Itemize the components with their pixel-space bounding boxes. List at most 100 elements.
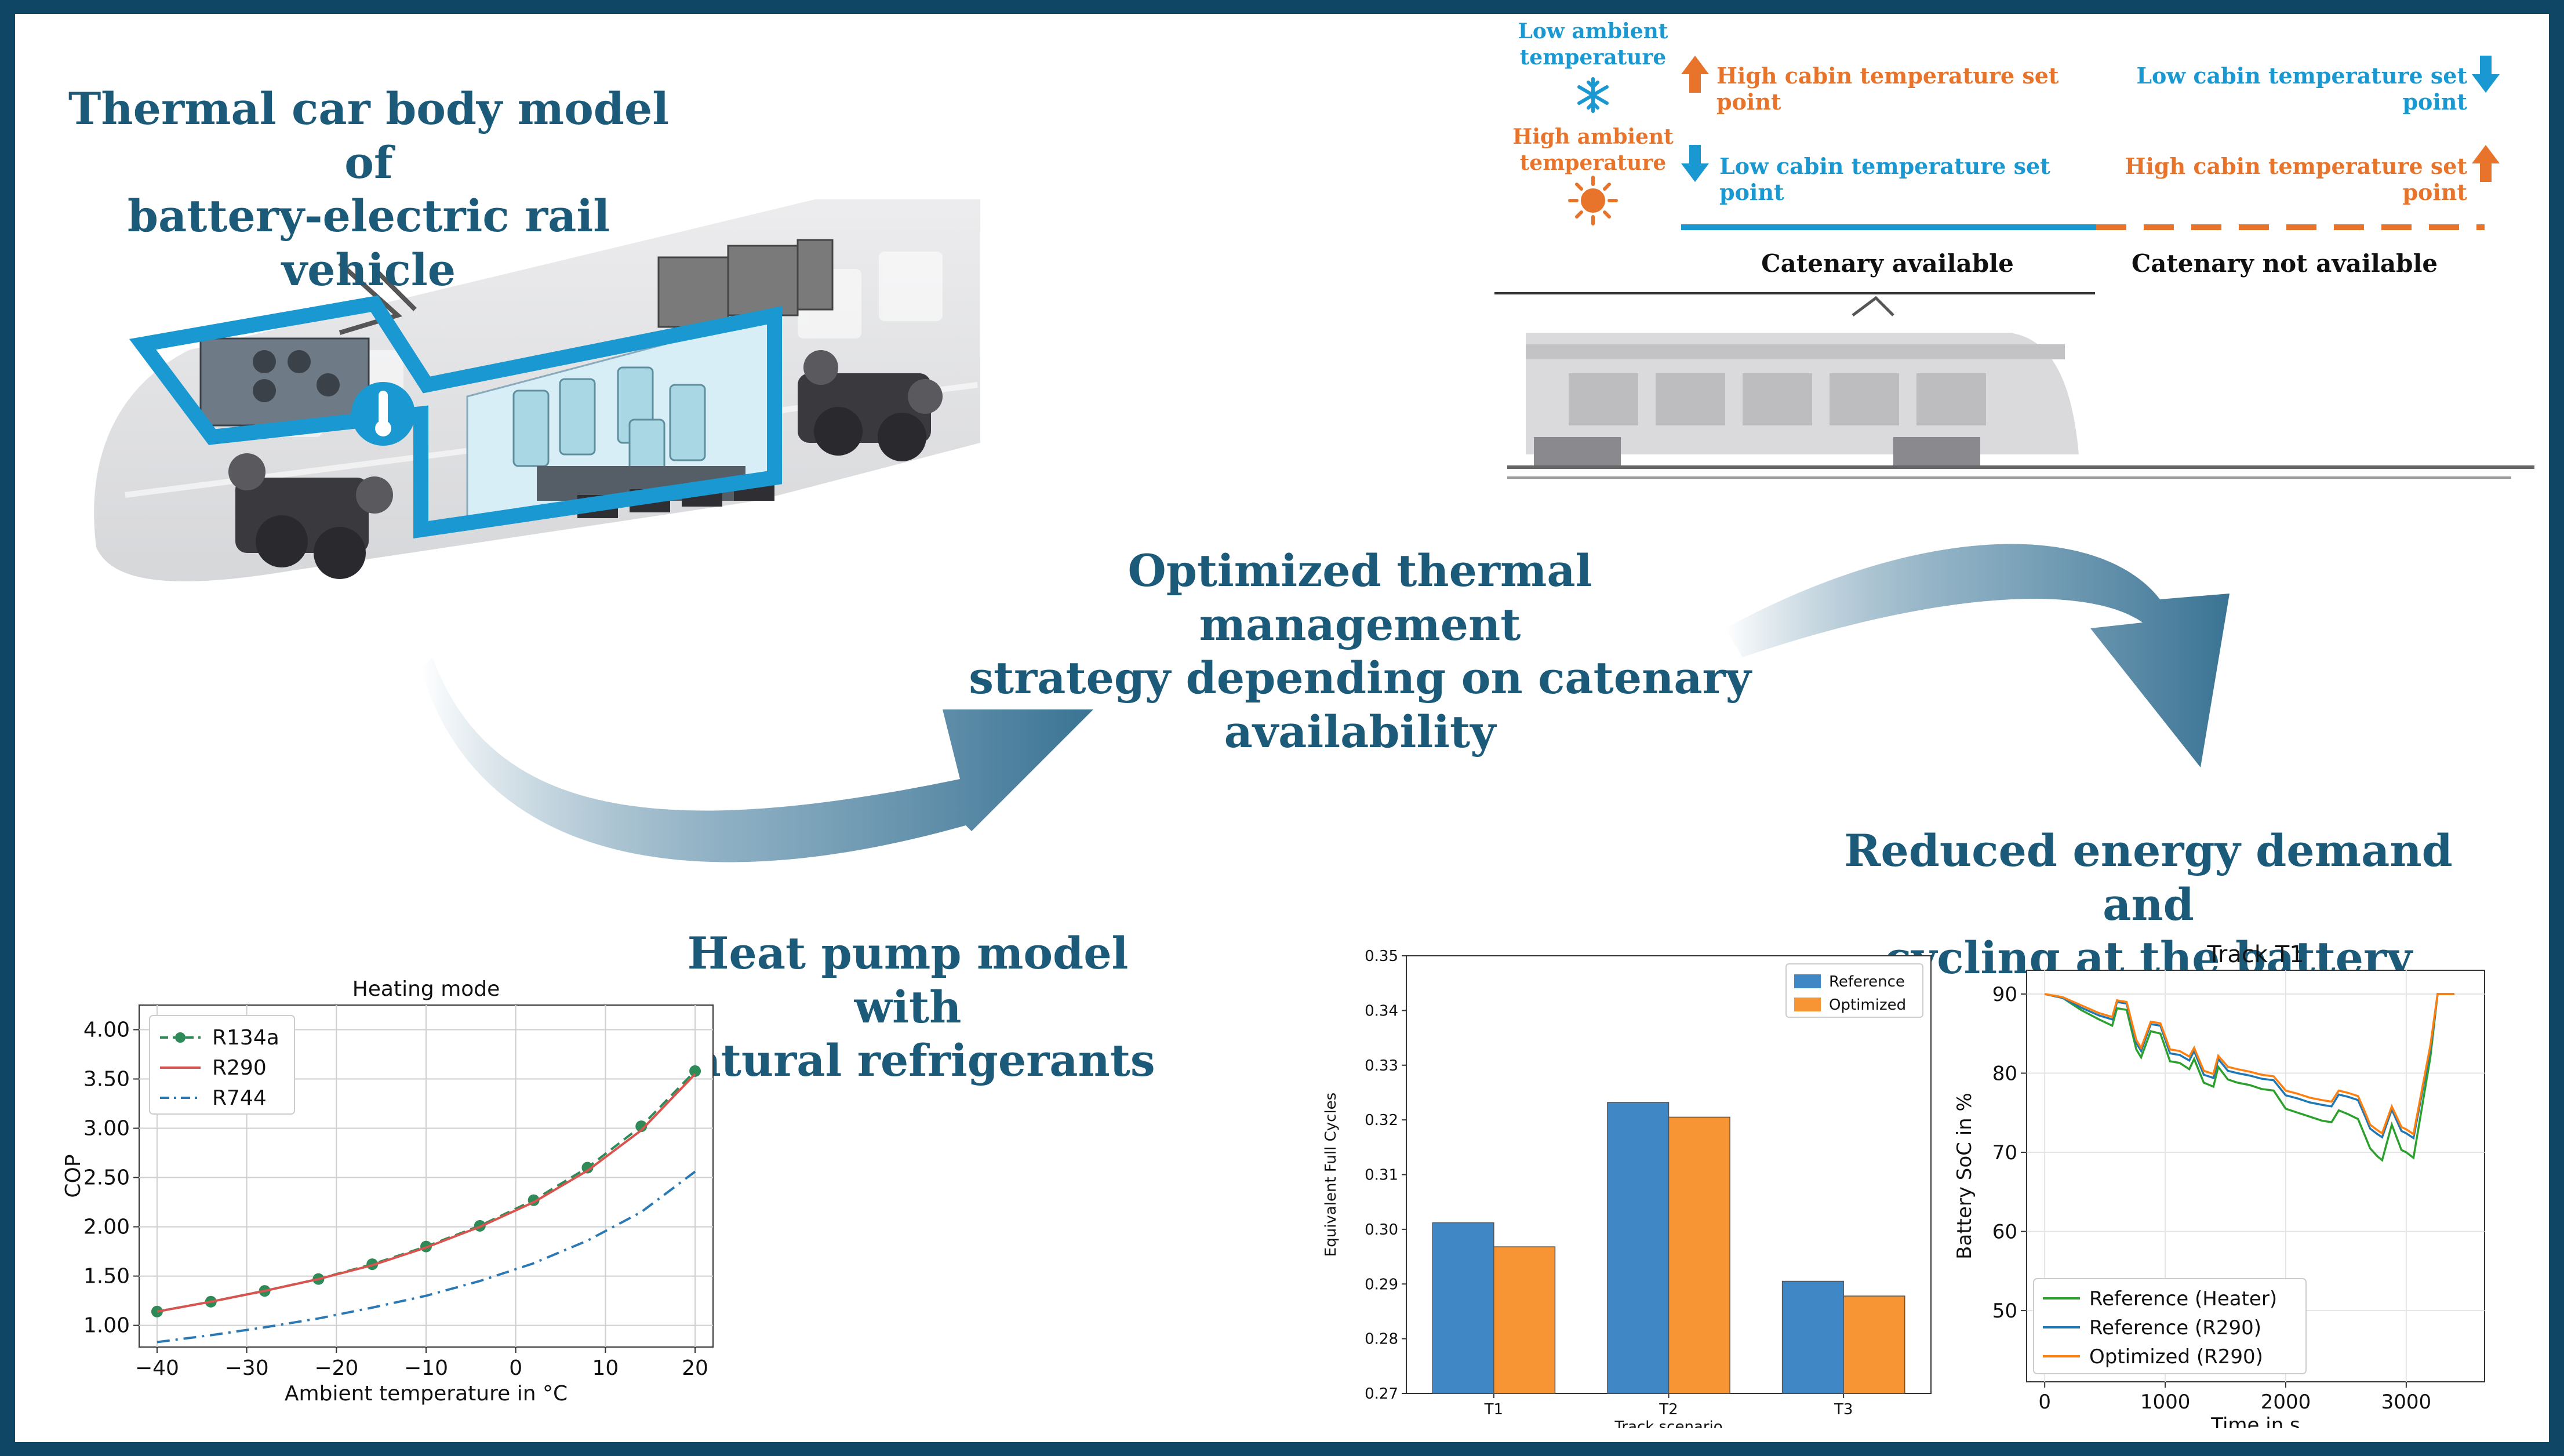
y-tick-label: 0.28 — [1365, 1331, 1398, 1348]
title-thermal-strategy: Optimized thermal management strategy de… — [960, 544, 1760, 759]
x-tick-label: 10 — [592, 1356, 619, 1380]
x-axis-label: Time in s — [2210, 1414, 2300, 1428]
y-tick-label: 0.30 — [1365, 1221, 1398, 1239]
flow-arrow-left-icon — [421, 657, 1093, 862]
legend-label: R134a — [212, 1026, 279, 1050]
legend-marker — [175, 1032, 186, 1043]
data-point — [635, 1120, 648, 1133]
legend-label: Optimized — [1829, 996, 1906, 1014]
x-tick-label: 3000 — [2381, 1391, 2432, 1414]
bar — [1607, 1102, 1670, 1394]
arrow-down-icon — [1681, 145, 1709, 182]
arrow-up-icon — [1681, 56, 1709, 93]
x-tick-label: 0 — [509, 1356, 522, 1380]
legend-label: Reference (Heater) — [2089, 1287, 2277, 1311]
chart-title: Heating mode — [352, 977, 500, 1001]
legend-swatch — [1794, 998, 1821, 1011]
x-tick-label: T3 — [1834, 1401, 1853, 1418]
y-axis-label: COP — [61, 1154, 85, 1197]
graphical-abstract: Thermal car body model of battery-electr… — [15, 14, 2549, 1442]
legend-box — [149, 1015, 295, 1115]
y-tick-label: 90 — [1992, 983, 2017, 1006]
title-car-body-model: Thermal car body model of battery-electr… — [50, 82, 688, 297]
y-tick-label: 0.33 — [1365, 1057, 1398, 1075]
y-tick-label: 0.31 — [1365, 1167, 1398, 1184]
x-axis-label: Track scenario — [1614, 1418, 1722, 1428]
label-line: High ambient — [1512, 125, 1674, 149]
y-tick-label: 0.27 — [1365, 1385, 1398, 1403]
y-tick-label: 3.50 — [83, 1068, 130, 1091]
y-tick-label: 0.32 — [1365, 1112, 1398, 1129]
bogie-front-icon — [228, 453, 393, 579]
data-point — [689, 1065, 701, 1077]
chart-title: Track T1 — [2206, 941, 2304, 968]
x-tick-label: −20 — [314, 1356, 358, 1380]
y-tick-label: 2.50 — [83, 1166, 130, 1190]
legend-swatch — [1794, 974, 1821, 988]
bar — [1432, 1222, 1494, 1394]
y-axis-label: Equivalent Full Cycles — [1322, 1093, 1340, 1257]
x-tick-label: T2 — [1659, 1401, 1678, 1418]
y-tick-label: 1.50 — [83, 1265, 130, 1288]
title-line: strategy depending on catenary — [969, 652, 1751, 704]
train-side-illustration — [1526, 296, 2079, 466]
x-tick-label: −10 — [404, 1356, 448, 1380]
setpoint-row1-left: High cabin temperature set point — [1716, 63, 2059, 115]
title-line: Optimized thermal management — [1128, 545, 1592, 650]
series-line — [157, 1073, 696, 1313]
bogie-rear-icon — [798, 350, 943, 461]
y-tick-label: 50 — [1992, 1300, 2017, 1323]
setpoint-row2-right: High cabin temperature set point — [2125, 153, 2467, 205]
low-ambient-label: Low ambient temperature — [1500, 19, 1686, 71]
series-line — [2044, 993, 2455, 1162]
x-tick-label: 2000 — [2261, 1391, 2311, 1414]
legend-label: Reference — [1829, 973, 1905, 991]
y-tick-label: 80 — [1992, 1062, 2017, 1086]
flow-arrow-right-icon — [1725, 544, 2230, 767]
label-line: temperature — [1519, 45, 1667, 70]
arrow-down-icon — [2472, 56, 2500, 93]
bar — [1781, 1280, 1844, 1394]
y-tick-label: 0.35 — [1365, 948, 1398, 965]
y-tick-label: 2.00 — [83, 1215, 130, 1239]
catenary-not-available-label: Catenary not available — [2131, 249, 2438, 278]
x-tick-label: −30 — [225, 1356, 269, 1380]
thermometer-icon — [351, 382, 415, 446]
title-line: availability — [1224, 706, 1496, 758]
x-tick-label: −40 — [135, 1356, 179, 1380]
setpoint-row1-right: Low cabin temperature set point — [2136, 63, 2467, 115]
legend-label: R290 — [212, 1056, 267, 1080]
y-tick-label: 1.00 — [83, 1314, 130, 1338]
data-point — [581, 1162, 594, 1174]
snowflake-icon — [1577, 77, 1609, 113]
x-axis-label: Ambient temperature in °C — [285, 1382, 568, 1406]
title-line: Thermal car body model of — [68, 83, 670, 188]
y-tick-label: 4.00 — [83, 1018, 130, 1042]
bar — [1668, 1116, 1730, 1394]
sun-icon — [1568, 176, 1618, 225]
car-body-illustration — [94, 199, 981, 582]
x-tick-label: 20 — [682, 1356, 708, 1380]
bar — [1843, 1295, 1905, 1394]
label-line: Low ambient — [1518, 19, 1668, 43]
label-line: temperature — [1519, 151, 1667, 175]
legend-label: Reference (R290) — [2089, 1316, 2261, 1339]
catenary-available-label: Catenary available — [1761, 249, 2014, 278]
setpoint-row2-left: Low cabin temperature set point — [1719, 153, 2050, 205]
y-tick-label: 3.00 — [83, 1117, 130, 1141]
y-tick-label: 60 — [1992, 1221, 2017, 1244]
x-tick-label: T1 — [1484, 1401, 1503, 1418]
y-tick-label: 0.34 — [1365, 1002, 1398, 1020]
title-line: battery-electric rail vehicle — [127, 190, 610, 296]
series-line — [2044, 993, 2455, 1136]
bar — [1493, 1246, 1556, 1394]
x-tick-label: 1000 — [2140, 1391, 2191, 1414]
arrow-up-icon — [2472, 145, 2500, 182]
series-line — [157, 1170, 696, 1344]
x-tick-label: 0 — [2038, 1391, 2051, 1414]
title-line: Heat pump model with — [687, 927, 1129, 1033]
cop-line-chart: −40 −30 −20 −10 0 10 20 1.00 1.50 2.00 2.50 3.00 3.5… — [61, 977, 714, 1406]
legend-label: Optimized (R290) — [2089, 1345, 2263, 1368]
